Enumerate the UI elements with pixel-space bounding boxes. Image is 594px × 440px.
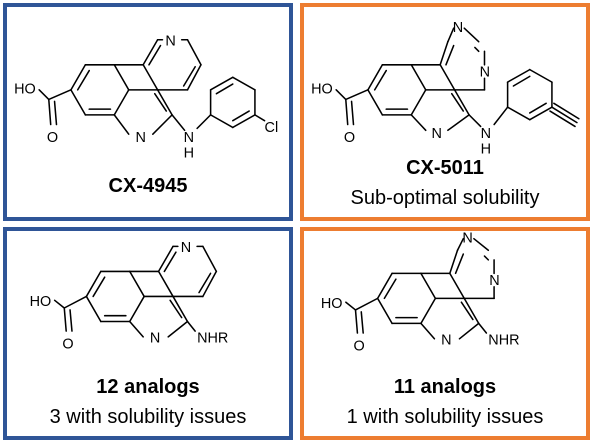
atom-acid-ho: HO (14, 82, 36, 98)
compound-note-cx5011: Sub-optimal solubility (350, 187, 540, 209)
atom-core-n: N (135, 130, 145, 146)
atom-ring-n2: N (480, 64, 490, 80)
atom-core-n: N (441, 333, 451, 349)
atom-ring-n1: N (462, 231, 472, 247)
analog-count-pyridine: 12 analogs (96, 376, 200, 398)
atom-cl: Cl (265, 120, 279, 136)
analog-count-pyrimidine: 11 analogs (393, 376, 497, 398)
atom-acid-o: O (354, 338, 365, 354)
structure-cx5011: N N N N H HO O (311, 20, 580, 157)
atom-amine-nhr: NHR (197, 331, 228, 347)
structure-pyrimidine-analogs: N N N NHR HO O (321, 231, 520, 354)
atom-amine-n: N (481, 126, 491, 142)
compound-name-cx4945: CX-4945 (108, 175, 188, 197)
analog-note-pyridine: 3 with solubility issues (49, 406, 247, 428)
analog-note-pyrimidine: 1 with solubility issues (346, 406, 544, 428)
structure-pyridine-analogs: N N NHR HO O (30, 240, 229, 352)
atom-acid-ho: HO (30, 294, 52, 310)
atom-ring-n2: N (489, 273, 499, 289)
atom-amine-n: N (184, 130, 194, 146)
atom-amine-h: H (481, 141, 491, 157)
atom-core-n: N (150, 331, 160, 347)
atom-ring-n1: N (453, 20, 463, 36)
atom-acid-ho: HO (311, 82, 333, 98)
atom-acid-o: O (47, 130, 58, 146)
compound-name-cx5011: CX-5011 (406, 157, 484, 179)
atom-ring-n: N (165, 34, 175, 50)
atom-core-n: N (432, 126, 442, 142)
atom-amine-h: H (184, 145, 194, 161)
atom-acid-o: O (344, 130, 355, 146)
atom-amine-nhr: NHR (488, 333, 519, 349)
structure-cx4945: N N N H HO O Cl (14, 34, 279, 162)
atom-acid-o: O (62, 336, 73, 352)
panel-cx5011: N N N N H HO O CX-5011 Sub-optimal solub… (300, 3, 590, 221)
panel-pyridine-analogs: N N NHR HO O 12 analogs 3 with solubilit… (3, 227, 293, 440)
atom-acid-ho: HO (321, 296, 343, 312)
panel-cx4945: N N N H HO O Cl CX-4945 (3, 3, 293, 221)
panel-pyrimidine-analogs: N N N NHR HO O 11 analogs 1 with solubil… (300, 227, 590, 440)
atom-ring-n: N (181, 240, 191, 256)
